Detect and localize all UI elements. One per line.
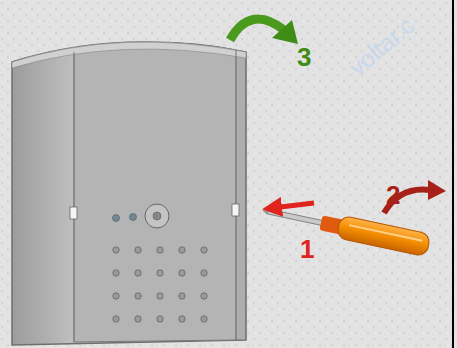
screwdriver bbox=[260, 199, 431, 257]
push-arrow bbox=[272, 203, 314, 208]
vent-hole bbox=[179, 247, 185, 253]
vent-hole bbox=[113, 270, 119, 276]
vent-hole bbox=[201, 247, 207, 253]
vent-hole bbox=[135, 247, 141, 253]
vent-hole bbox=[135, 293, 141, 299]
callout-number: 3 bbox=[297, 44, 311, 70]
housing bbox=[12, 42, 246, 345]
callout-number: 1 bbox=[300, 236, 314, 262]
vent-hole bbox=[179, 270, 185, 276]
vent-hole bbox=[135, 316, 141, 322]
vent-hole bbox=[201, 316, 207, 322]
lever-arrowhead bbox=[428, 180, 446, 200]
vent-hole bbox=[135, 270, 141, 276]
lift-arrowhead bbox=[272, 20, 298, 44]
vent-hole bbox=[157, 247, 163, 253]
vent-hole bbox=[157, 293, 163, 299]
vent-hole bbox=[201, 293, 207, 299]
vent-hole bbox=[157, 270, 163, 276]
callout-number: 2 bbox=[386, 182, 400, 208]
vent-hole bbox=[201, 270, 207, 276]
vent-hole bbox=[113, 293, 119, 299]
vent-hole bbox=[113, 247, 119, 253]
vent-hole bbox=[113, 316, 119, 322]
vent-hole bbox=[157, 316, 163, 322]
frame-line bbox=[452, 0, 454, 348]
vent-hole bbox=[179, 316, 185, 322]
vent-hole bbox=[179, 293, 185, 299]
